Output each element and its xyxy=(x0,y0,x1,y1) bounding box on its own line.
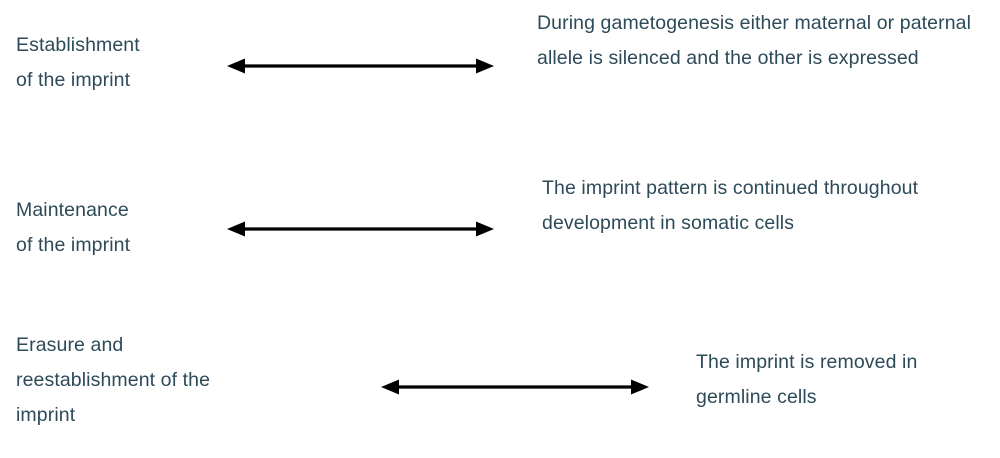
stage-label-maintenance: Maintenance of the imprint xyxy=(16,199,131,256)
stage-description-maintenance: The imprint pattern is continued through… xyxy=(542,177,919,234)
diagram-row: Erasure and reestablishment of the impri… xyxy=(0,320,1000,458)
double-headed-arrow-icon xyxy=(227,217,494,241)
stage-label-erasure-reestablishment: Erasure and reestablishment of the impri… xyxy=(16,334,211,426)
double-headed-arrow-icon xyxy=(227,54,494,78)
double-headed-arrow-icon xyxy=(381,375,649,399)
stage-label-establishment: Establishment of the imprint xyxy=(16,34,140,91)
diagram-row: Maintenance of the imprint The imprint p… xyxy=(0,160,1000,320)
diagram-row: Establishment of the imprint During game… xyxy=(0,0,1000,160)
stage-description-establishment: During gametogenesis either maternal or … xyxy=(537,12,972,69)
stage-description-erasure-reestablishment: The imprint is removed in germline cells xyxy=(696,351,918,408)
